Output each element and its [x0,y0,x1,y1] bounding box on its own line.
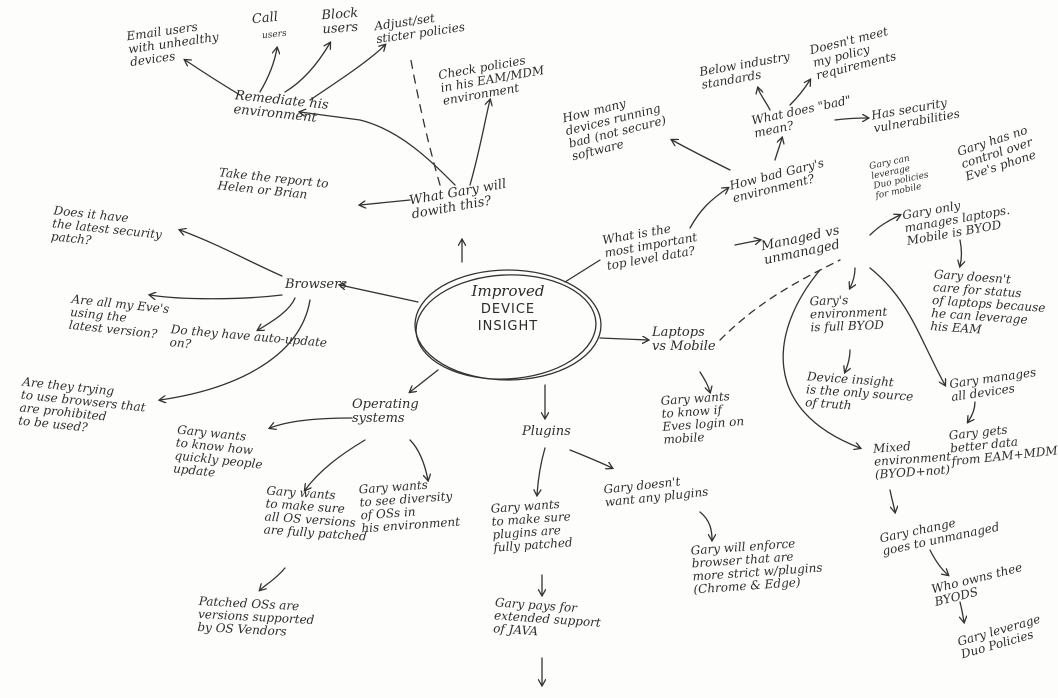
node-operating-systems: Operating systems [352,397,419,426]
center-line1: Improved [471,282,545,300]
edge-howbad-bad [774,138,782,161]
center-ellipse-inner [415,274,597,380]
edge-mixed-change [889,489,895,512]
edge-whatgary-report [360,199,411,205]
edge-remediate-call [259,48,277,93]
edge-onlylaptops-notcare [960,239,962,266]
node-full-byod: Gary's environment is full BYOD [809,293,888,335]
node-os-diversity: Gary wants to see diversity of OSs in hi… [358,477,461,536]
edge-remediate-adjust [309,45,385,101]
edge-whatgary-check [469,100,490,186]
node-os-patched: Gary wants to make sure all OS versions … [263,483,368,544]
edge-os-patched [305,439,366,490]
edge-managed-fullbyod [850,267,855,288]
edge-toplevel-howbad [689,188,728,229]
edge-laptops-eves [699,371,710,392]
edge-remediate-block [284,43,330,93]
node-plugins-patched: Gary wants to make sure plugins are full… [490,497,574,555]
edge-center-browsers [340,285,419,303]
edge-managed-managesall [869,267,945,385]
node-java-support: Gary pays for extended support of JAVA [492,595,602,639]
node-mixed-env: Mixed environment (BYOD+not) [872,439,952,482]
edge-center-toplevel [564,259,601,283]
node-call: Call [251,9,279,28]
edge-bad-below [758,88,771,111]
node-eves-login: Gary wants to know if Eves login on mobi… [660,389,745,447]
edge-os-knowupdate [270,417,353,428]
edge-browsers-prohibited [160,299,311,400]
edge-managesall-better [968,401,976,422]
node-block-users: Block users [320,5,359,38]
node-os-know-update: Gary wants to know how quickly people up… [172,422,264,480]
edge-plugins-noplugins [569,449,612,468]
edge-patched-supported [260,567,286,590]
center-topic: Improved DEVICE INSIGHT [420,282,596,334]
edge-browsers-version [150,295,283,299]
edge-center-laptops [599,338,648,340]
node-os-supported: Patched OSs are versions supported by OS… [197,593,315,639]
edge-remediate-email [185,60,241,96]
edge-plugins-patched [537,447,546,495]
node-not-care-laptops: Gary doesn't care for status of laptops … [929,267,1046,337]
center-line3: INSIGHT [477,319,539,334]
node-enforce-browser: Gary will enforce browser that are more … [690,536,823,597]
edge-toplevel-managed [734,240,760,246]
edge-whatgary-adjust-dashed [409,54,441,186]
edge-whoowns-duo [960,601,964,622]
center-ellipse [414,269,602,381]
edge-managed-onlylaptops [869,215,900,236]
node-device-insight-source: Device insight is the only source of tru… [804,369,914,413]
center-line2: DEVICE [480,302,536,317]
edge-laptops-managed-dashed [719,259,841,341]
edge-bad-vuln [834,118,868,120]
edge-managed-mixed [782,269,860,448]
node-browsers: Browsers [285,277,347,292]
edge-center-os [410,369,439,392]
edge-browsers-patch [180,230,283,277]
edge-change-whoowns [929,549,948,575]
edge-noplugins-enforce [699,511,712,540]
edge-bad-notmeet [789,80,810,106]
edge-os-diversity [409,439,428,480]
edge-whatgary-remediate [300,112,456,186]
edge-browsers-autoupdate [258,297,296,330]
edge-fullbyod-source [845,349,850,372]
node-laptops-mobile: Laptops vs Mobile [652,325,716,354]
node-plugins: Plugins [522,424,571,439]
edge-howbad-howmany [672,140,731,171]
